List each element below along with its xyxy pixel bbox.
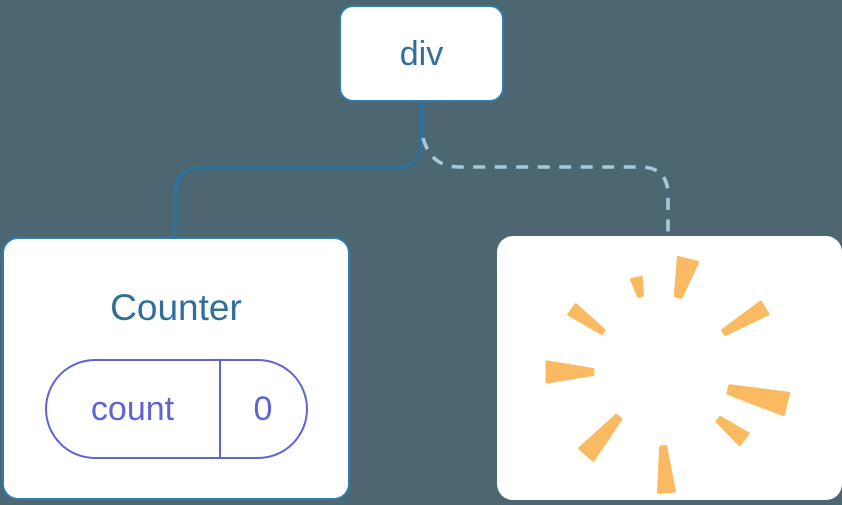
state-value: 0	[218, 361, 306, 457]
node-div: div	[339, 5, 504, 102]
node-div-label: div	[399, 34, 444, 73]
connector-div-to-removed-dashed	[421, 137, 670, 237]
counter-title: Counter	[110, 287, 242, 328]
poof-ray	[673, 255, 700, 299]
poof-ray	[545, 360, 595, 384]
poof-ray	[726, 384, 791, 417]
poof-ray	[567, 303, 606, 336]
poof-icon	[545, 255, 791, 494]
poof-ray	[656, 445, 676, 494]
state-pill: count 0	[44, 359, 308, 459]
connector-div-to-counter	[173, 101, 423, 238]
poof-ray	[578, 413, 623, 462]
state-key: count	[90, 389, 175, 428]
node-removed	[497, 236, 842, 500]
node-counter: Counter count 0	[2, 237, 350, 500]
poof-ray	[630, 275, 644, 298]
poof-ray	[715, 415, 750, 447]
poof-ray	[721, 300, 770, 336]
